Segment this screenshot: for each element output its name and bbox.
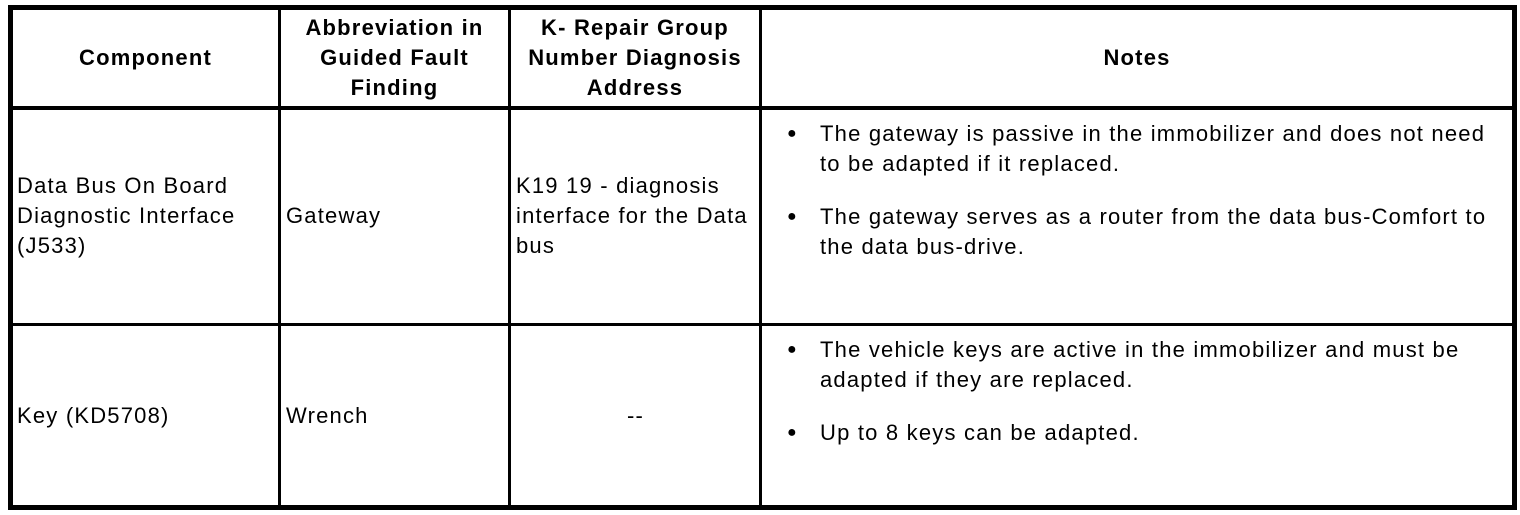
header-row: Component Abbreviation in Guided Fault F… [9,6,1516,110]
col-header-abbreviation: Abbreviation in Guided Fault Finding [278,6,511,110]
cell-component: Data Bus On Board Diagnostic Interface (… [9,106,281,326]
cell-component: Key (KD5708) [9,323,281,509]
bullet-icon: ● [787,124,797,142]
note-text: The gateway serves as a router from the … [820,203,1487,259]
cell-notes: ● The vehicle keys are active in the imm… [759,323,1516,509]
component-diagnosis-table: Component Abbreviation in Guided Fault F… [8,5,1517,510]
bullet-icon: ● [787,207,797,225]
cell-abbreviation: Gateway [278,106,511,326]
note-text: The gateway is passive in the immobilize… [820,120,1486,176]
cell-notes: ● The gateway is passive in the immobili… [759,106,1516,326]
notes-list: ● The gateway is passive in the immobili… [764,119,1507,262]
note-text: The vehicle keys are active in the immob… [820,337,1460,392]
note-text: Up to 8 keys can be adapted. [820,420,1140,445]
bullet-icon: ● [787,341,797,358]
col-header-component: Component [9,6,281,110]
cell-repair-group: K19 19 - diagnosis interface for the Dat… [508,106,762,326]
col-header-repair-group: K- Repair Group Number Diagnosis Address [508,6,762,110]
bullet-icon: ● [787,424,797,441]
notes-list: ● The vehicle keys are active in the imm… [764,335,1507,448]
table-row: Data Bus On Board Diagnostic Interface (… [9,106,1516,326]
list-item: ● The gateway is passive in the immobili… [764,119,1507,179]
col-header-notes: Notes [759,6,1516,110]
list-item: ● Up to 8 keys can be adapted. [764,418,1507,448]
list-item: ● The gateway serves as a router from th… [764,202,1507,262]
table-row: Key (KD5708) Wrench -- ● The vehicle key… [9,323,1516,509]
list-item: ● The vehicle keys are active in the imm… [764,335,1507,395]
cell-repair-group: -- [508,323,762,509]
cell-abbreviation: Wrench [278,323,511,509]
